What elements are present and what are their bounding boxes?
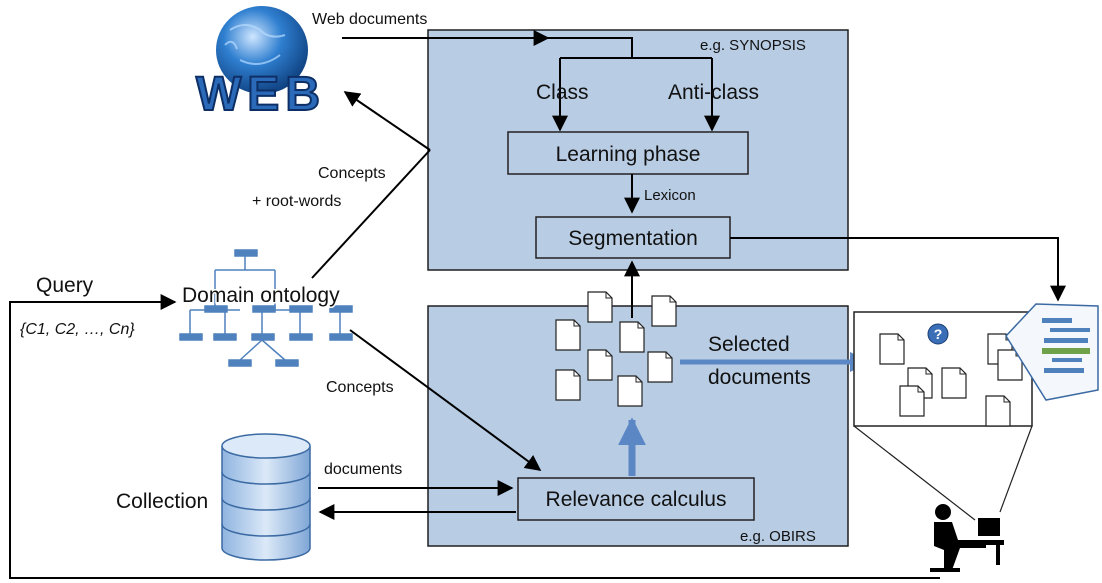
document-icon: [617, 375, 643, 407]
learning-phase-label: Learning phase: [556, 143, 701, 166]
query-set-label: {C1, C2, …, Cn}: [20, 321, 135, 338]
anti-class-label: Anti-class: [668, 81, 759, 104]
learning-phase-box: [507, 131, 749, 175]
relevance-calculus-box: [517, 477, 755, 521]
document-icon: [985, 395, 1011, 427]
relevance-calculus-label: Relevance calculus: [546, 488, 727, 511]
user-at-computer-icon: [930, 504, 1004, 572]
database-icon: [221, 433, 311, 561]
document-icon: [647, 351, 673, 383]
document-icon: [587, 349, 613, 381]
help-icon: ?: [927, 323, 949, 345]
document-icon: [587, 291, 613, 323]
web-documents-label: Web documents: [312, 11, 427, 28]
svg-text:?: ?: [934, 326, 943, 342]
selected-label-2: documents: [708, 366, 811, 389]
synopsis-tag: e.g. SYNOPSIS: [700, 37, 806, 54]
document-icon: [899, 385, 925, 417]
document-icon: [941, 367, 967, 399]
segmentation-label: Segmentation: [568, 227, 698, 250]
document-icon: [619, 321, 645, 353]
class-label: Class: [536, 81, 589, 104]
concepts-label: Concepts: [326, 379, 394, 396]
globe-icon: WEB: [195, 6, 326, 122]
segmented-document-icon: [1005, 303, 1099, 401]
document-icon: [651, 295, 677, 327]
ontology-tree-icon: [179, 249, 353, 367]
obirs-tag: e.g. OBIRS: [740, 528, 816, 545]
document-icon: [879, 333, 905, 365]
concepts-root-label-1: Concepts: [318, 165, 386, 182]
selected-label-1: Selected: [708, 333, 790, 356]
concepts-root-label-2: + root-words: [252, 193, 341, 210]
documents-label: documents: [324, 461, 402, 478]
collection-label: Collection: [116, 490, 208, 513]
query-label: Query: [36, 274, 94, 297]
document-icon: [555, 319, 581, 351]
document-icon: [555, 369, 581, 401]
lexicon-label: Lexicon: [644, 187, 696, 204]
domain-ontology-label: Domain ontology: [182, 284, 340, 307]
web-logo-text: WEB: [196, 68, 326, 121]
